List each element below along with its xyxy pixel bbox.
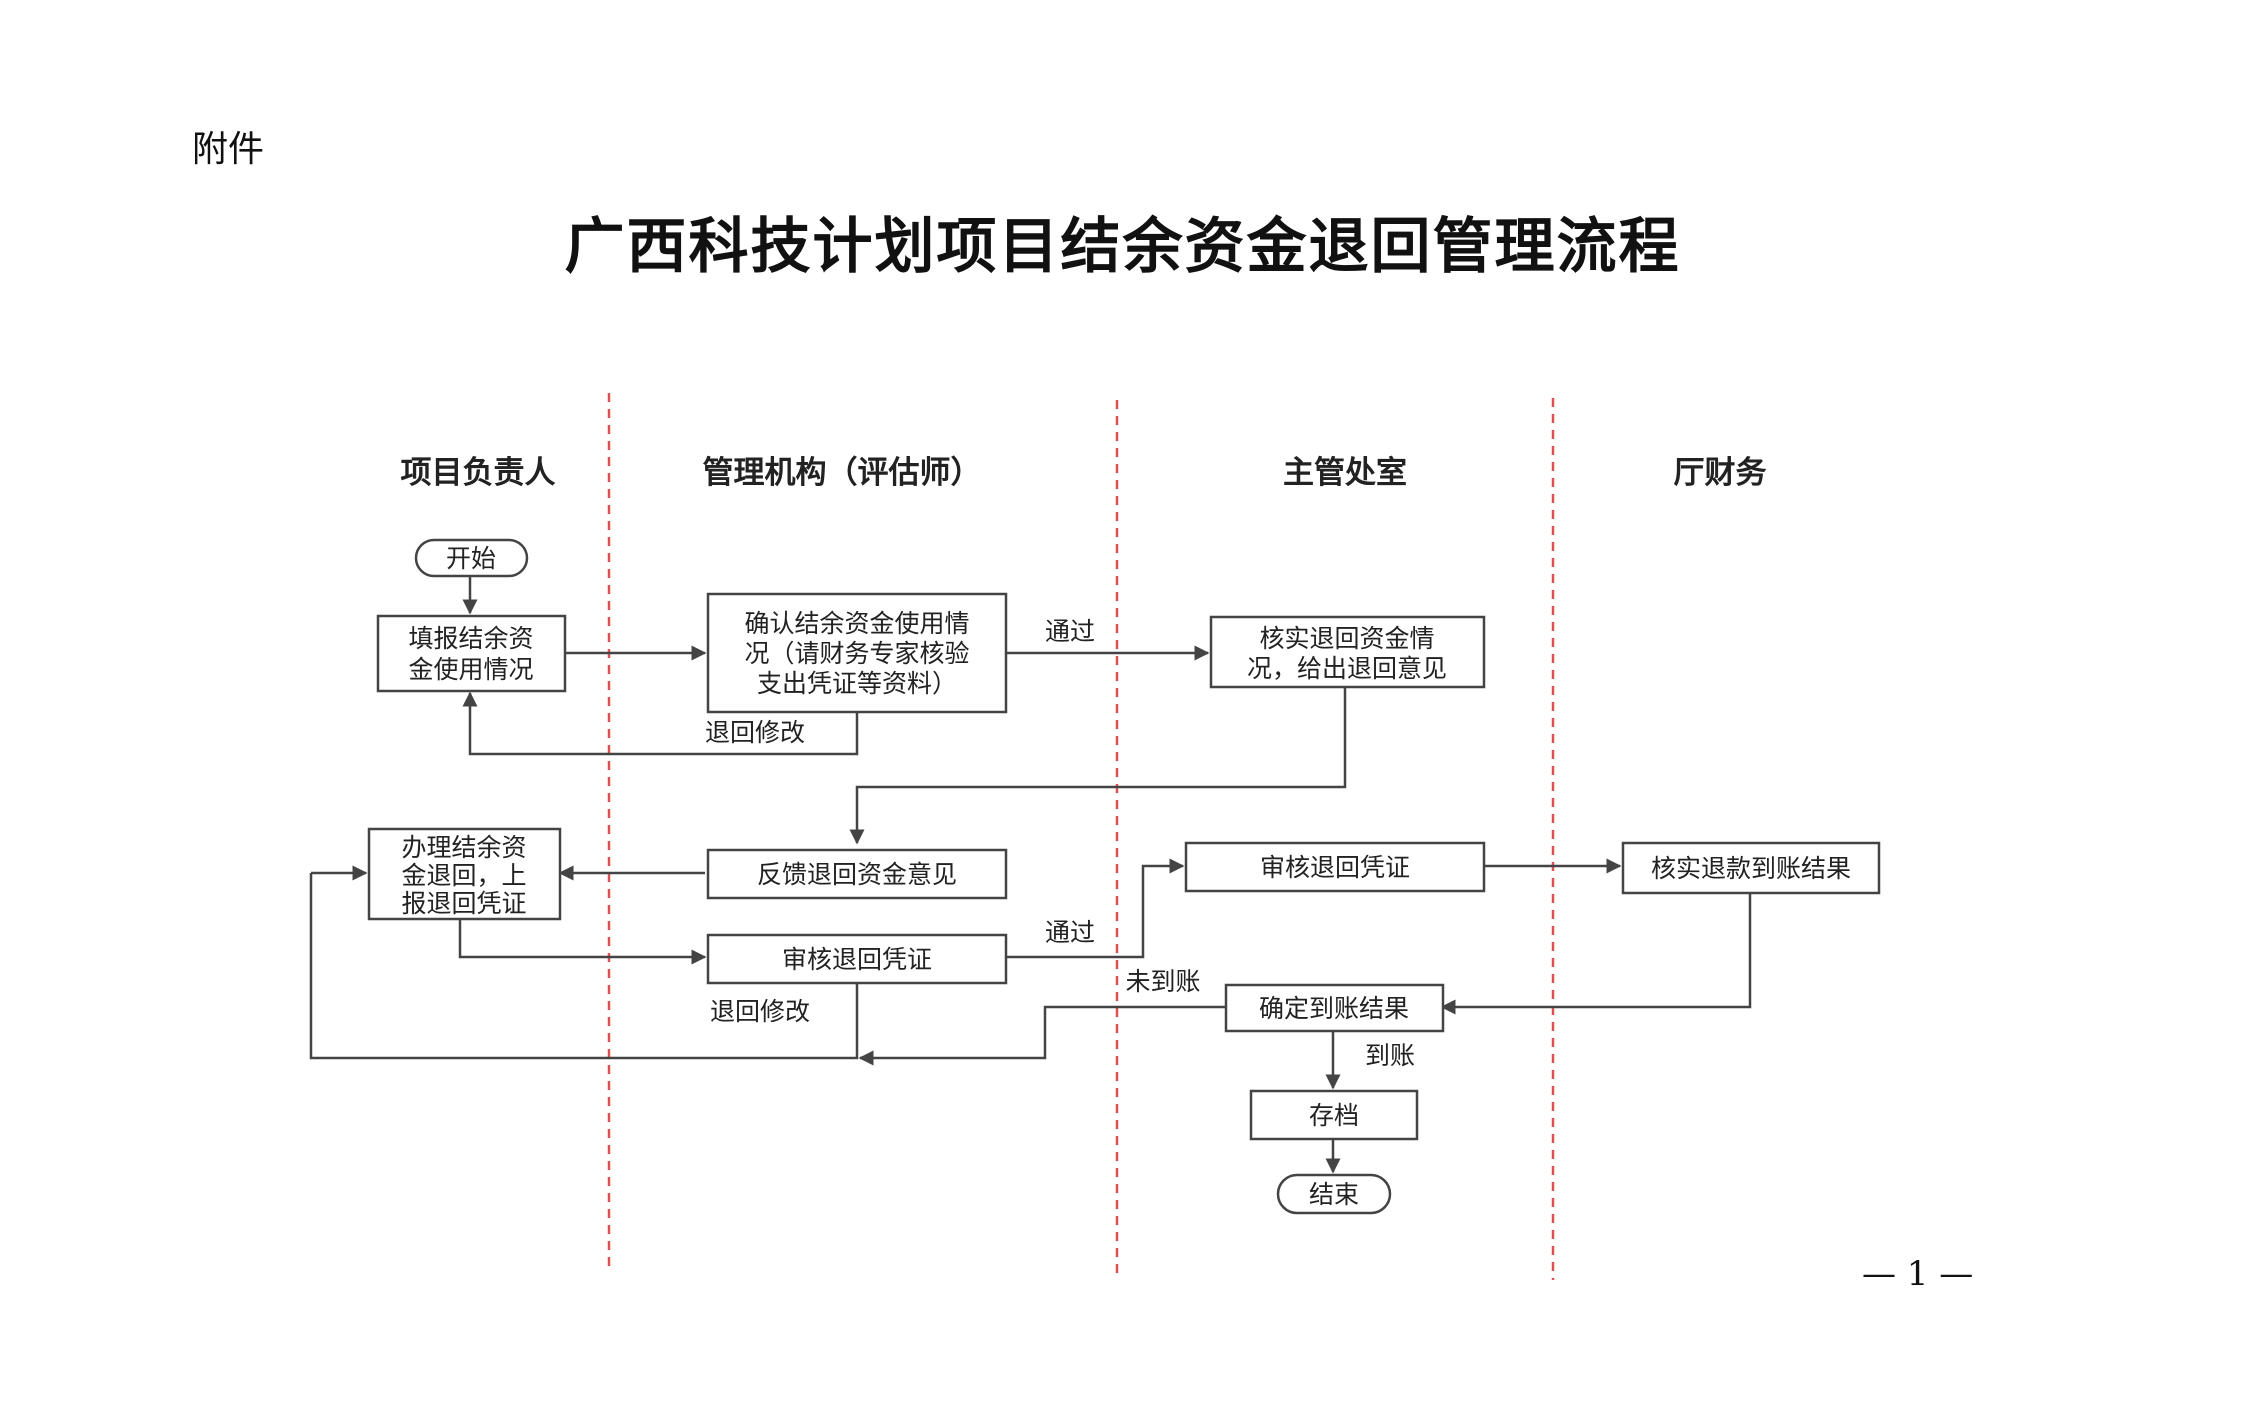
lane-header-management-agency: 管理机构（评估师） [703, 455, 982, 491]
handle-return-node: 办理结余资 金退回，上 报退回凭证 [367, 827, 562, 921]
edge-label-not-arrived: 未到账 [1125, 967, 1200, 996]
page-number: — 1 — [1862, 1254, 1974, 1294]
end-node: 结束 [1276, 1173, 1392, 1215]
lane-header-supervising-office: 主管处室 [1283, 455, 1407, 491]
review-voucher-dept-node: 审核退回凭证 [1184, 841, 1486, 893]
attachment-label: 附件 [192, 129, 265, 170]
edges [309, 576, 1752, 1174]
node-line: 金退回，上 [401, 861, 526, 890]
node-line: 填报结余资 [408, 624, 533, 653]
node-line: 况，给出退回意见 [1247, 654, 1447, 683]
edge-label-arrived: 到账 [1365, 1041, 1415, 1070]
end-label: 结束 [1309, 1180, 1359, 1209]
node-line: 金使用情况 [408, 655, 533, 684]
confirm-usage-node: 确认结余资金使用情 况（请财务专家核验 支出凭证等资料） [706, 592, 1008, 714]
start-label: 开始 [446, 544, 496, 573]
node-line: 审核退回凭证 [782, 945, 932, 974]
node-line: 审核退回凭证 [1260, 853, 1410, 882]
node-line: 支出凭证等资料） [757, 669, 957, 698]
archive-node: 存档 [1249, 1089, 1419, 1141]
start-node: 开始 [414, 538, 529, 578]
node-line: 核实退款到账结果 [1651, 854, 1851, 883]
verify-return-node: 核实退回资金情 况，给出退回意见 [1209, 615, 1486, 689]
edge-label-return-revise: 退回修改 [710, 997, 810, 1026]
review-voucher-mgmt-node: 审核退回凭证 [706, 933, 1008, 985]
fill-report-node: 填报结余资 金使用情况 [376, 614, 567, 693]
node-line: 确定到账结果 [1259, 994, 1409, 1023]
feedback-node: 反馈退回资金意见 [706, 848, 1008, 900]
lane-header-project-leader: 项目负责人 [401, 455, 556, 491]
node-line: 核实退回资金情 [1259, 624, 1434, 653]
edge-label-pass: 通过 [1045, 918, 1095, 947]
node-line: 反馈退回资金意见 [757, 860, 957, 889]
confirm-arrival-node: 确定到账结果 [1224, 983, 1445, 1033]
lane-header-finance-dept: 厅财务 [1674, 455, 1767, 491]
node-line: 况（请财务专家核验 [744, 639, 969, 668]
node-line: 确认结余资金使用情 [744, 609, 969, 638]
edge-label-pass: 通过 [1045, 617, 1095, 646]
document-title: 广西科技计划项目结余资金退回管理流程 [564, 212, 1681, 282]
node-line: 报退回凭证 [401, 889, 526, 918]
verify-arrival-node: 核实退款到账结果 [1621, 841, 1881, 895]
edge-label-return-revise: 退回修改 [705, 718, 805, 747]
node-line: 办理结余资 [401, 833, 526, 862]
node-line: 存档 [1309, 1101, 1359, 1130]
